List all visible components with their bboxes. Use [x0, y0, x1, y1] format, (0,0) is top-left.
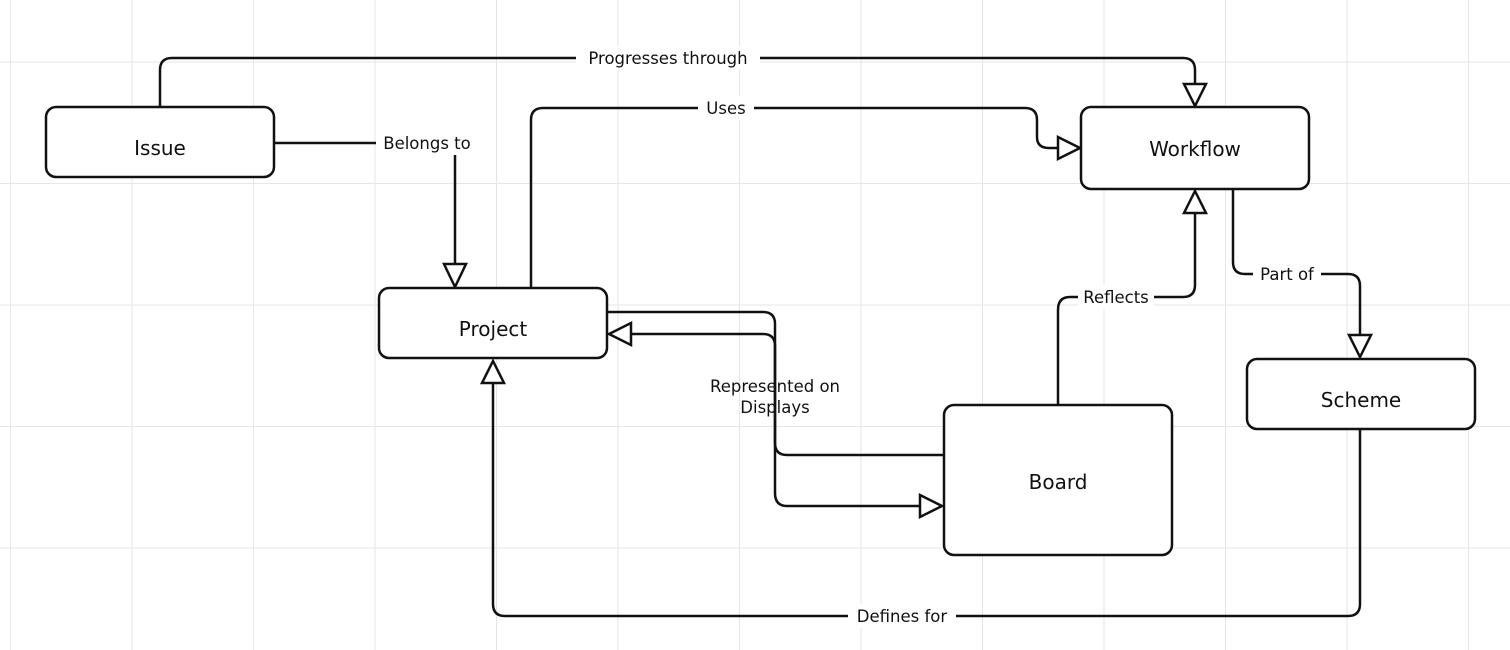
arrowhead-belongs-to — [442, 262, 468, 290]
label-defines-for: Defines for — [848, 604, 956, 628]
arrowhead-part-of — [1346, 333, 1374, 360]
edge-belongs-to — [274, 141, 457, 264]
label-displays: Displays — [740, 398, 809, 417]
node-project[interactable]: Project — [377, 286, 609, 360]
arrowhead-progresses-through — [1181, 82, 1209, 109]
node-issue-label: Issue — [134, 136, 186, 160]
label-uses: Uses — [698, 96, 754, 120]
svg-text:Defines for: Defines for — [857, 607, 948, 626]
svg-text:Reflects: Reflects — [1083, 288, 1149, 307]
arrowhead-displays — [918, 492, 945, 520]
label-belongs-to: Belongs to — [376, 131, 478, 155]
svg-text:Displays: Displays — [740, 398, 809, 417]
edge-displays — [607, 310, 920, 508]
svg-text:Belongs to: Belongs to — [383, 134, 471, 153]
node-scheme[interactable]: Scheme — [1245, 357, 1477, 431]
svg-text:Represented on: Represented on — [710, 377, 840, 396]
arrowhead-defines-for — [479, 358, 507, 385]
svg-text:Uses: Uses — [706, 99, 745, 118]
label-reflects: Reflects — [1078, 285, 1154, 309]
arrowhead-represented-on — [606, 320, 633, 348]
node-board[interactable]: Board — [942, 403, 1174, 557]
node-workflow[interactable]: Workflow — [1079, 105, 1311, 191]
label-part-of: Part of — [1253, 262, 1321, 286]
label-represented-on: Represented on — [710, 377, 840, 396]
svg-text:Part of: Part of — [1260, 265, 1315, 284]
svg-text:Progresses through: Progresses through — [588, 49, 747, 68]
edge-uses — [529, 106, 1058, 288]
node-project-label: Project — [459, 317, 528, 341]
arrowhead-uses — [1056, 134, 1083, 162]
node-scheme-label: Scheme — [1321, 388, 1401, 412]
node-workflow-label: Workflow — [1149, 137, 1241, 161]
node-issue[interactable]: Issue — [44, 105, 276, 179]
arrowhead-reflects — [1181, 188, 1209, 215]
label-progresses-through: Progresses through — [576, 46, 760, 70]
node-board-label: Board — [1029, 470, 1088, 494]
